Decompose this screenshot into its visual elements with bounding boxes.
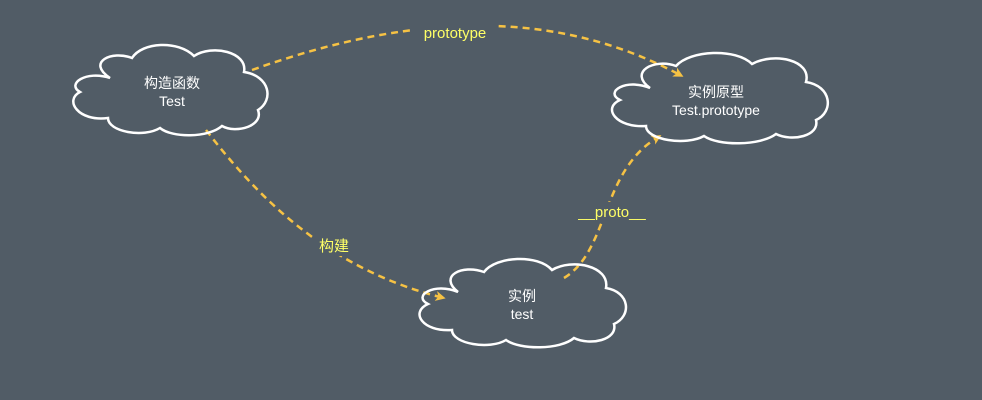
edge-constructor-instance	[205, 129, 446, 301]
node-instance-line2: test	[511, 306, 534, 322]
cloud-shape-prototype	[610, 51, 830, 145]
node-instance[interactable]: 实例 test	[418, 257, 628, 349]
edge-label-prototype-group: prototype	[414, 24, 496, 42]
cloud-shape-instance	[418, 257, 628, 349]
edge-label-construct: 构建	[319, 238, 349, 255]
edge-label-proto-bg	[572, 202, 652, 222]
cloud-shape-constructor	[72, 43, 269, 137]
node-constructor[interactable]: 构造函数 Test	[72, 43, 269, 137]
node-prototype-line1: 实例原型	[688, 84, 744, 100]
node-constructor-line1: 构造函数	[144, 75, 200, 91]
edge-label-proto-group: __proto__	[572, 202, 652, 222]
edge-label-prototype-bg	[414, 24, 496, 42]
edge-constructor-prototype	[251, 24, 684, 78]
node-prototype[interactable]: 实例原型 Test.prototype	[610, 51, 830, 145]
node-prototype-line2: Test.prototype	[672, 102, 760, 118]
edge-label-proto: __proto__	[577, 204, 646, 221]
edge-label-construct-group: 构建	[314, 236, 354, 256]
node-instance-line1: 实例	[508, 288, 536, 304]
node-constructor-line2: Test	[159, 93, 185, 109]
edge-label-construct-bg	[314, 236, 354, 256]
edge-label-prototype: prototype	[424, 25, 487, 42]
